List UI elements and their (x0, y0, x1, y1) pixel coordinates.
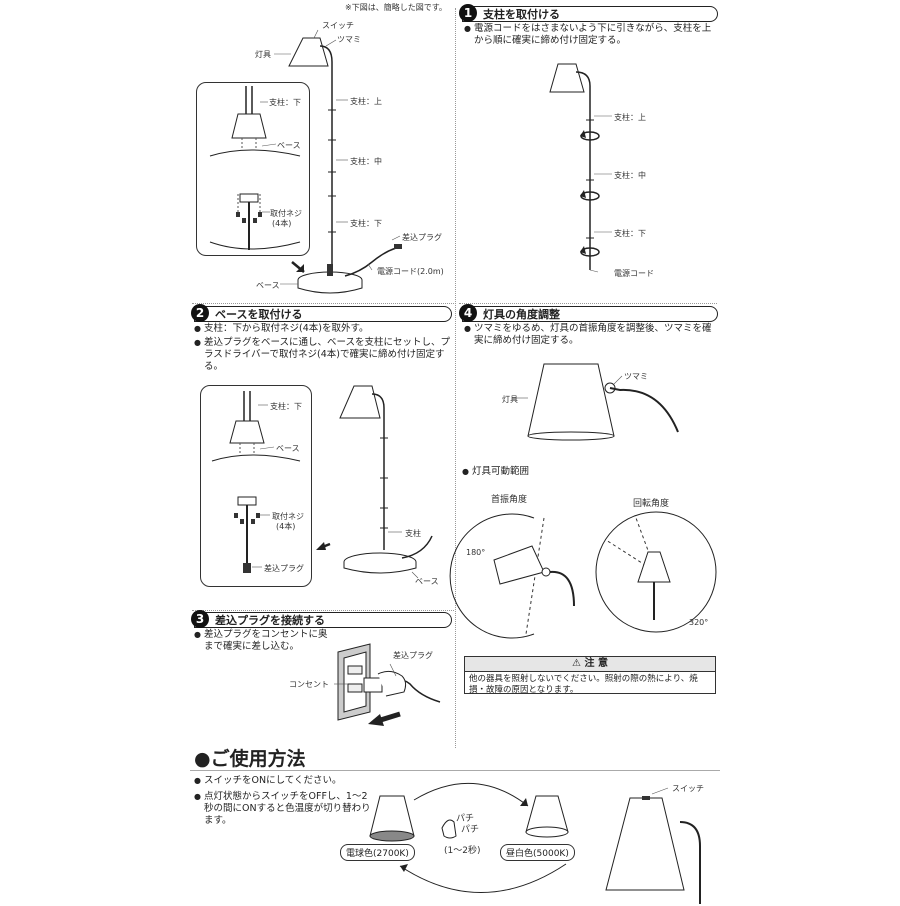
step4-label-fixture: 灯具 (502, 395, 518, 404)
step3-title: 差込プラグを接続する (215, 614, 325, 627)
step1-drawing (549, 63, 612, 273)
step2-lamp-drawing (316, 385, 433, 579)
step1-title: 支柱を取付ける (483, 8, 560, 21)
inset-label-pole-bottom: 支柱：下 (269, 98, 301, 107)
step2-header: 2 ベースを取付ける (191, 304, 452, 322)
usage-warm-label: 電球色(2700K) (340, 844, 415, 861)
step4-label-knob: ツマミ (624, 372, 648, 381)
usage-click1: パチ (456, 814, 475, 824)
step3-outlet-drawing (334, 643, 441, 726)
caution-box: ⚠ 注 意 他の器具を照射しないでください。照射の際の熱により、焼損・故障の原因… (464, 656, 716, 695)
step4-rotate-diagram (595, 511, 717, 633)
step4-rotate-label: 回転角度 (633, 499, 670, 509)
usage-color-cycle-drawing (369, 783, 569, 893)
step4-swing-label: 首振角度 (491, 495, 528, 505)
step1-text: 電源コードをはさまないよう下に引きながら、支柱を上から順に確実に締め付け固定する… (464, 23, 716, 47)
usage-click2: パチ (461, 825, 480, 835)
step4-text: ツマミをゆるめ、灯具の首振角度を調整後、ツマミを確実に締め付け固定する。 (464, 323, 716, 347)
label-plug: 差込プラグ (402, 233, 442, 242)
step2-label-pole: 支柱 (405, 529, 421, 538)
caution-head: ⚠ 注 意 (465, 657, 715, 672)
step1-label-pole-top: 支柱：上 (614, 113, 646, 122)
inset-label-screw: 取付ネジ (270, 209, 302, 218)
step3-number: 3 (191, 610, 209, 628)
step3-label-outlet: コンセント (289, 680, 329, 689)
caution-text: 他の器具を照射しないでください。照射の際の熱により、焼損・故障の原因となります。 (469, 674, 698, 695)
step4-header: 4 灯具の角度調整 (459, 304, 718, 322)
overview-lamp-drawing (274, 29, 402, 294)
step2-label-base: ベース (415, 577, 439, 586)
overview-inset (196, 82, 310, 256)
usage-switch-lamp-drawing (605, 787, 701, 904)
step3-text: 差込プラグをコンセントに奥まで確実に差し込む。 (194, 629, 334, 653)
step2-number: 2 (191, 304, 209, 322)
usage-interval: (1～2秒) (444, 846, 481, 856)
step2-title: ベースを取付ける (215, 308, 303, 321)
step1-label-cord: 電源コード (614, 269, 654, 278)
step2-inset-label-pole-bottom: 支柱：下 (270, 402, 302, 411)
note-simplified: ※下図は、簡略した図です。 (345, 3, 447, 12)
divider-step4 (459, 303, 717, 304)
step2-inset-label-base: ベース (276, 444, 300, 453)
step4-fixture-drawing (512, 363, 679, 441)
usage-text: スイッチをONにしてください。 点灯状態からスイッチをOFFし、1～2秒の間にO… (194, 775, 374, 827)
vertical-divider (455, 8, 456, 748)
divider-step2 (192, 303, 454, 304)
label-knob: ツマミ (337, 35, 361, 44)
overview-inset-drawing (209, 86, 301, 250)
warning-icon: ⚠ (572, 658, 585, 669)
step2-inset-drawing (211, 391, 301, 573)
step1-label-pole-bottom: 支柱：下 (614, 229, 646, 238)
step2-inset (200, 385, 312, 587)
step3-label-plug: 差込プラグ (393, 651, 433, 660)
step4-range-title: 灯具可動範囲 (462, 466, 529, 478)
usage-underline (190, 770, 720, 771)
step4-title: 灯具の角度調整 (483, 308, 560, 321)
label-pole-bottom: 支柱：下 (350, 219, 382, 228)
step4-number: 4 (459, 304, 477, 322)
inset-label-base: ベース (277, 141, 301, 150)
label-pole-mid: 支柱：中 (350, 157, 382, 166)
label-switch: スイッチ (322, 21, 354, 30)
step1-label-pole-mid: 支柱：中 (614, 171, 646, 180)
step3-header: 3 差込プラグを接続する (191, 610, 452, 628)
label-base: ベース (256, 281, 280, 290)
divider-step3 (192, 610, 454, 611)
inset-label-screw-count: (4本) (272, 219, 292, 228)
step4-swing-diagram (449, 513, 575, 639)
label-cord: 電源コード(2.0m) (377, 267, 444, 276)
label-fixture: 灯具 (255, 50, 271, 59)
step2-inset-label-screw-count: (4本) (276, 522, 296, 531)
step2-inset-label-plug: 差込プラグ (264, 564, 304, 573)
usage-title: ●ご使用方法 (194, 748, 306, 770)
label-pole-top: 支柱：上 (350, 97, 382, 106)
step4-swing-degree: 180° (466, 548, 486, 557)
step1-number: 1 (459, 4, 477, 22)
usage-day-label: 昼白色(5000K) (500, 844, 575, 861)
step4-rotate-degree: 320° (689, 618, 709, 627)
step2-text: 支柱：下から取付ネジ(4本)を取外す。 差込プラグをベースに通し、ベースを支柱に… (194, 323, 452, 373)
usage-switch-label: スイッチ (672, 784, 704, 793)
step2-inset-label-screw: 取付ネジ (272, 512, 304, 521)
step1-header: 1 支柱を取付ける (459, 4, 718, 22)
